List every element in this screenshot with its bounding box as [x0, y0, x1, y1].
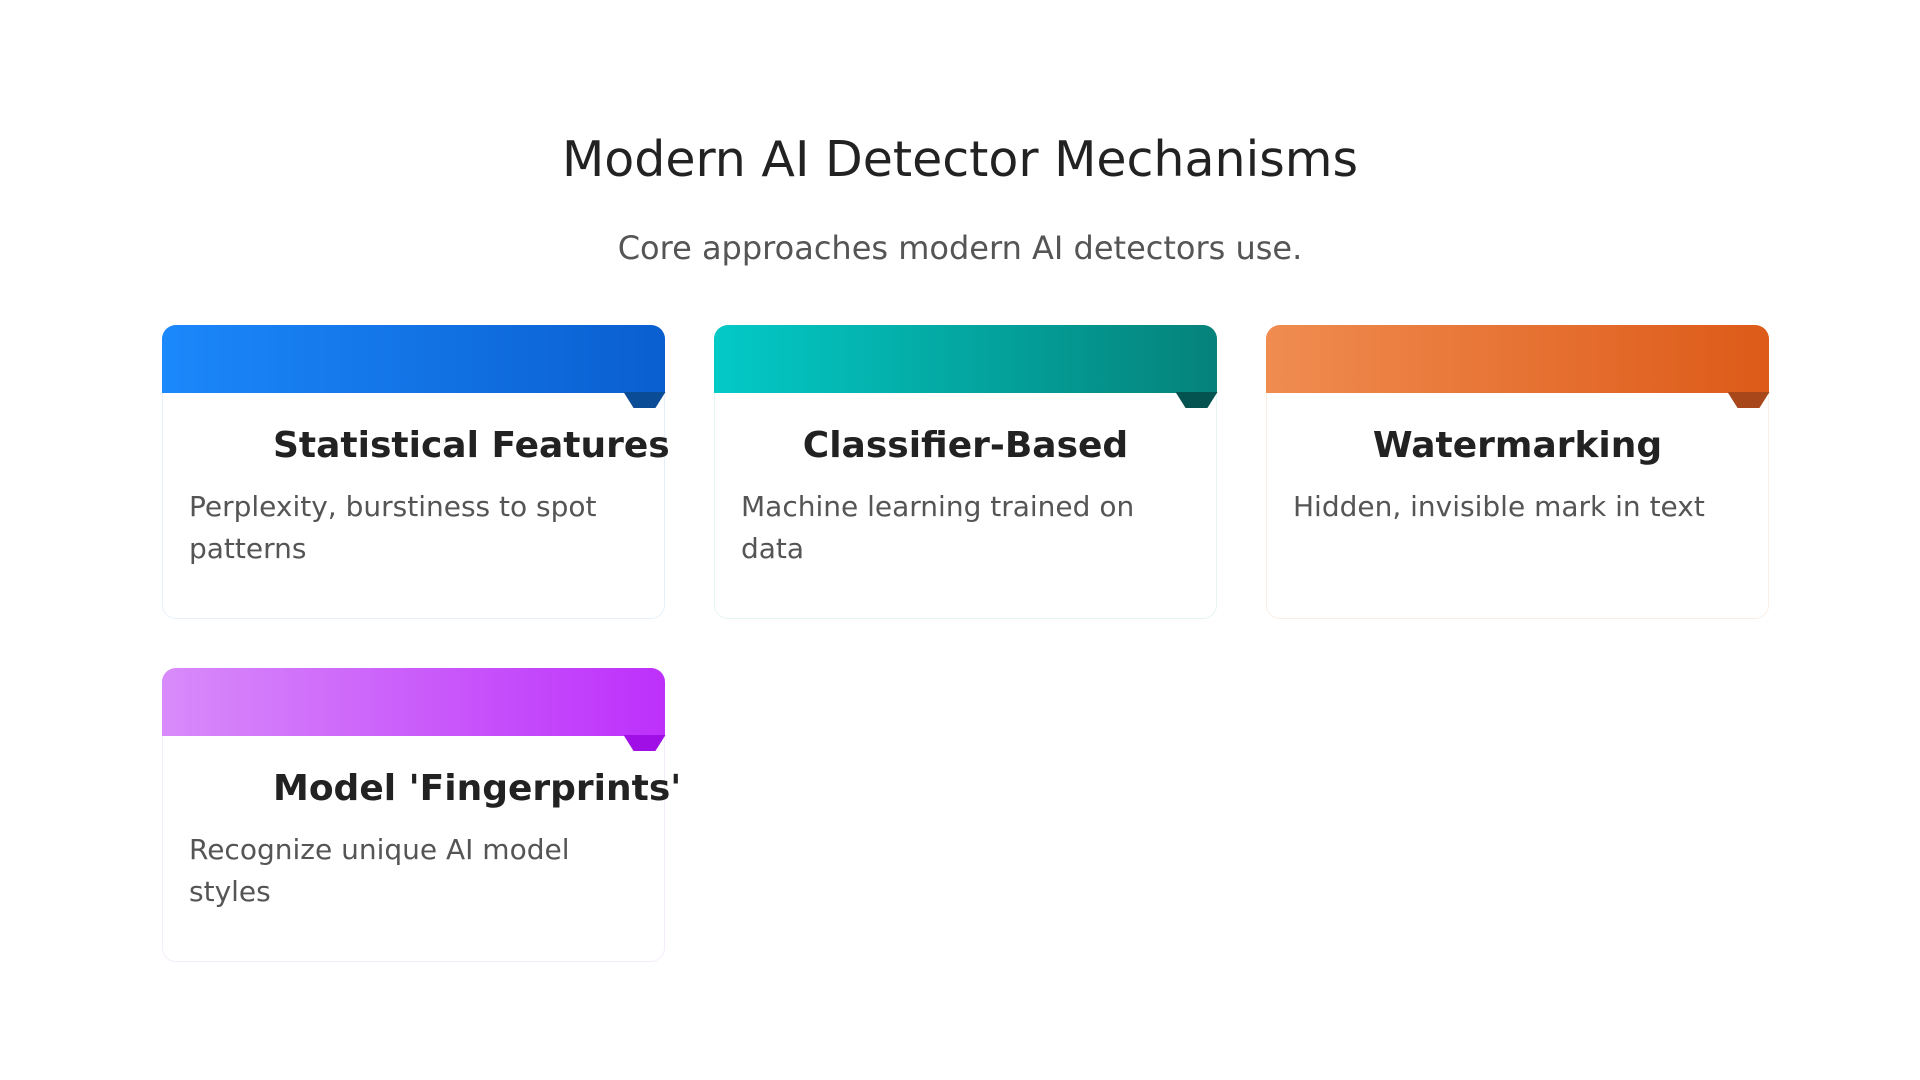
card-title: Model 'Fingerprints'	[273, 768, 682, 809]
card-ribbon-fold	[1175, 392, 1218, 408]
card-title: Watermarking	[1372, 425, 1663, 466]
card-description: Hidden, invisible mark in text	[1293, 490, 1705, 523]
card-classifier-based: Classifier-Based Machine learning traine…	[713, 324, 1218, 619]
page-title: Modern AI Detector Mechanisms	[562, 131, 1358, 188]
card-header-bar	[161, 667, 665, 736]
card-header-bar	[1265, 324, 1769, 393]
card-description: Machine learning trained on data	[741, 490, 1135, 565]
card-header-bar	[713, 324, 1217, 393]
card-statistical-features: Statistical Features Perplexity, burstin…	[161, 324, 670, 619]
card-watermarking: Watermarking Hidden, invisible mark in t…	[1265, 324, 1770, 619]
page-subtitle: Core approaches modern AI detectors use.	[617, 229, 1303, 267]
card-header-bar	[161, 324, 665, 393]
card-ribbon-fold	[623, 735, 666, 751]
card-description: Recognize unique AI model styles	[189, 833, 570, 908]
card-ribbon-fold	[1727, 392, 1770, 408]
card-ribbon-fold	[623, 392, 666, 408]
card-title: Statistical Features	[273, 425, 670, 466]
card-model-fingerprints: Model 'Fingerprints' Recognize unique AI…	[161, 667, 682, 962]
card-description: Perplexity, burstiness to spot patterns	[189, 490, 597, 565]
card-title: Classifier-Based	[802, 425, 1129, 466]
